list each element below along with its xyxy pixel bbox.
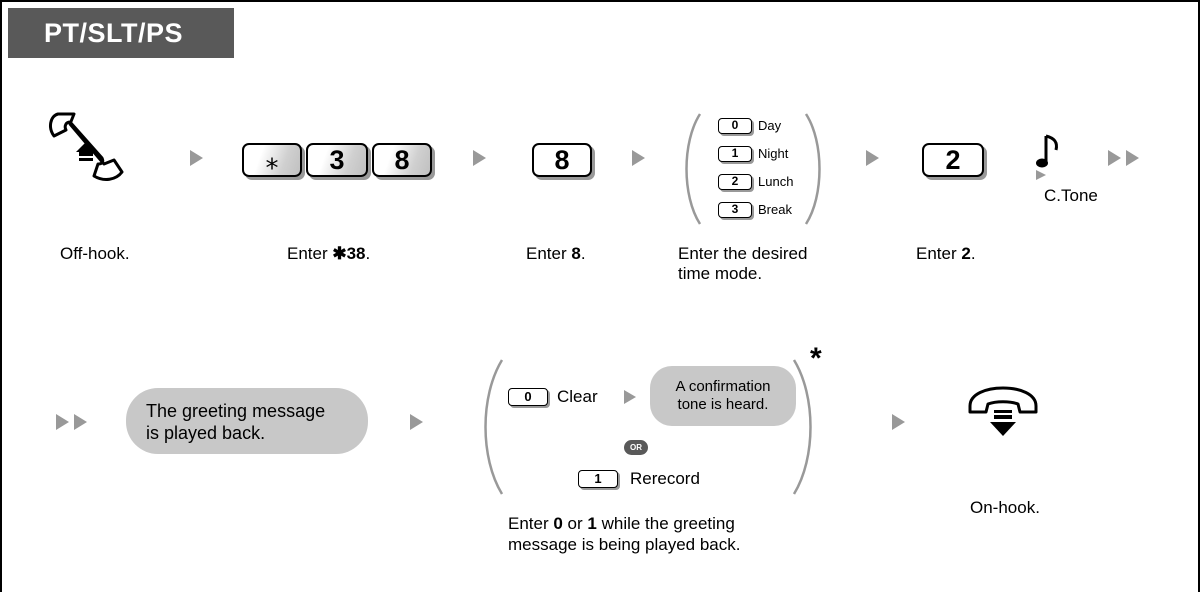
- key-8-single: 8: [532, 143, 592, 177]
- or-badge: OR: [624, 440, 648, 455]
- mode-label-day: Day: [758, 118, 782, 133]
- off-hook-caption: Off-hook.: [60, 244, 130, 263]
- clear-label: Clear: [557, 387, 598, 406]
- confirm-line2: tone is heard.: [677, 396, 769, 413]
- options-caption-line1: Enter 0 or 1 while the greeting: [508, 514, 735, 533]
- double-arrow-a1: [1108, 150, 1121, 166]
- confirmation-tone-pill: A confirmation tone is heard.: [650, 366, 796, 426]
- mode-label-break: Break: [758, 202, 792, 217]
- double-arrow-a2: [1126, 150, 1139, 166]
- enter-2-caption: Enter 2.: [916, 244, 976, 263]
- key-star: ⁎: [242, 143, 302, 177]
- arrow-1: [190, 150, 203, 166]
- header-tab: PT/SLT/PS: [8, 8, 234, 58]
- off-hook-handset-icon: [49, 112, 124, 181]
- arrow-2: [473, 150, 486, 166]
- time-mode-brackets: [685, 113, 821, 225]
- rerecord-key-1: 1: [578, 470, 618, 488]
- confirm-line1: A confirmation: [675, 378, 771, 395]
- options-brackets: [484, 359, 812, 495]
- asterisk-note: *: [810, 342, 822, 375]
- mode-label-night: Night: [758, 146, 789, 161]
- double-arrow-b2: [74, 414, 87, 430]
- double-arrow-b1: [56, 414, 69, 430]
- enter-8-caption: Enter 8.: [526, 244, 586, 263]
- music-note-icon: [1036, 134, 1058, 180]
- arrow-clear: [624, 390, 636, 404]
- on-hook-handset-icon: [968, 386, 1038, 436]
- mode-label-lunch: Lunch: [758, 174, 794, 189]
- mode-key-1: 1: [718, 146, 752, 162]
- frame-right-border: [1198, 0, 1200, 592]
- options-caption-line2: message is being played back.: [508, 535, 741, 554]
- mode-key-0: 0: [718, 118, 752, 134]
- c-tone-label: C.Tone: [1044, 186, 1098, 205]
- greeting-played-back-pill: The greeting message is played back.: [126, 388, 368, 454]
- key-3: 3: [306, 143, 368, 177]
- on-hook-caption: On-hook.: [970, 498, 1040, 517]
- time-mode-caption-line1: Enter the desired: [678, 244, 808, 263]
- mode-key-2: 2: [718, 174, 752, 190]
- key-2: 2: [922, 143, 984, 177]
- arrow-3: [632, 150, 645, 166]
- arrow-6: [892, 414, 905, 430]
- time-mode-caption-line2: time mode.: [678, 264, 763, 283]
- enter-38-caption: Enter ✱38.: [287, 244, 371, 263]
- pill-line2: is played back.: [146, 423, 266, 443]
- mode-key-3: 3: [718, 202, 752, 218]
- clear-key-0: 0: [508, 388, 548, 406]
- arrow-4: [866, 150, 879, 166]
- key-8: 8: [372, 143, 432, 177]
- arrow-5: [410, 414, 423, 430]
- pill-line1: The greeting message: [146, 401, 326, 421]
- rerecord-label: Rerecord: [630, 469, 700, 488]
